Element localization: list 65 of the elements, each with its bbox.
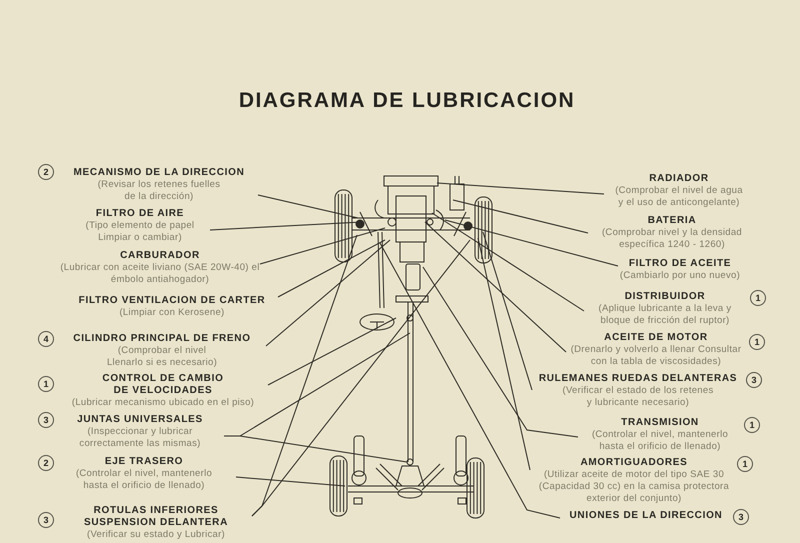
circled-number: 2	[38, 164, 54, 180]
leader-line	[424, 222, 566, 352]
instruction-text: (Aplique lubricante a la leva y bloque de fricción del ruptor)	[598, 303, 732, 327]
circled-number: 1	[749, 334, 765, 350]
instruction-text: (Lubricar con aceite liviano (SAE 20W-40) el émbolo antiahogador)	[60, 262, 260, 286]
diagram-title: DIAGRAMA DE LUBRICACION	[238, 88, 576, 114]
part-name: CONTROL DE CAMBIO DE VELOCIDADES	[101, 373, 225, 397]
circled-number: 3	[733, 509, 749, 525]
part-name: CARBURADOR	[120, 250, 200, 262]
instruction-text: (Limpiar con Kerosene)	[119, 307, 224, 319]
circled-number: 3	[38, 412, 54, 428]
leader-line	[432, 212, 584, 312]
part-name: FILTRO DE ACEITE	[628, 258, 732, 270]
circled-number: 2	[38, 455, 54, 471]
circled-number: 3	[38, 512, 54, 528]
instruction-text: (Utilizar aceite de motor del tipo SAE 30 (Capacidad 30 cc) en la camisa protectora exterior del conjunto)	[538, 469, 730, 505]
leader-line	[482, 232, 532, 390]
leader-line	[436, 182, 604, 194]
part-name: FILTRO DE AIRE	[96, 208, 184, 220]
part-name: UNIONES DE LA DIRECCION	[570, 510, 722, 522]
part-name: FILTRO VENTILACION DE CARTER	[78, 295, 266, 307]
leader-line	[444, 220, 618, 266]
part-name: ROTULAS INFERIORES SUSPENSION DELANTERA	[82, 505, 229, 529]
leader-line	[268, 318, 396, 386]
part-name: ACEITE DE MOTOR	[604, 332, 708, 344]
leader-line	[266, 240, 390, 346]
instruction-text: (Verificar el estado de los retenes y lubricante necesario)	[562, 385, 714, 409]
leader-line	[224, 436, 408, 462]
part-name: MECANISMO DE LA DIRECCION	[73, 167, 245, 179]
leader-line	[236, 476, 346, 486]
part-name: AMORTIGUADORES	[580, 457, 688, 469]
leader-line	[260, 228, 386, 264]
leader-line	[258, 194, 358, 218]
leader-line	[422, 266, 578, 438]
leader-line	[278, 240, 386, 298]
circled-number: 1	[744, 417, 760, 433]
part-name: DISTRIBUIDOR	[624, 291, 706, 303]
circled-number: 1	[38, 376, 54, 392]
part-name: TRANSMISION	[621, 417, 699, 429]
instruction-text: (Revisar los retenes fuelles de la dirección)	[96, 179, 222, 203]
instruction-text: (Tipo elemento de papel Limpiar o cambiar)	[84, 220, 196, 244]
instruction-text: (Lubricar mecanismo ubicado en el piso)	[72, 397, 254, 409]
part-name: JUNTAS UNIVERSALES	[77, 414, 203, 426]
instruction-text: (Comprobar el nivel de agua y el uso de anticongelante)	[614, 185, 744, 209]
instruction-text: (Cambiarlo por uno nuevo)	[620, 270, 740, 282]
leader-line	[252, 240, 470, 516]
circled-number: 1	[737, 456, 753, 472]
part-name: EJE TRASERO	[104, 456, 184, 468]
leader-line	[478, 238, 530, 470]
instruction-text: (Controlar el nivel, mantenerlo hasta el orificio de llenado)	[74, 468, 214, 492]
leader-line	[380, 242, 560, 518]
instruction-text: (Drenarlo y volverlo a llenar Consultar con la tabla de viscosidades)	[570, 344, 742, 368]
circled-number: 4	[38, 331, 54, 347]
circled-number: 1	[750, 290, 766, 306]
part-name: RADIADOR	[649, 173, 709, 185]
instruction-text: (Verificar su estado y Lubricar)	[87, 529, 225, 541]
instruction-text: (Controlar el nivel, mantenerlo hasta el orificio de llenado)	[590, 429, 730, 453]
instruction-text: (Comprobar el nivel Llenarlo si es necesario)	[106, 345, 218, 369]
leader-line	[452, 200, 588, 234]
part-name: RULEMANES RUEDAS DELANTERAS	[538, 373, 738, 385]
part-name: CILINDRO PRINCIPAL DE FRENO	[73, 333, 251, 345]
circled-number: 3	[746, 372, 762, 388]
part-name: BATERIA	[648, 215, 696, 227]
instruction-text: (Inspeccionar y lubricar correctamente las mismas)	[78, 426, 202, 450]
instruction-text: (Comprobar nivel y la densidad específica 1240 - 1260)	[600, 227, 744, 251]
